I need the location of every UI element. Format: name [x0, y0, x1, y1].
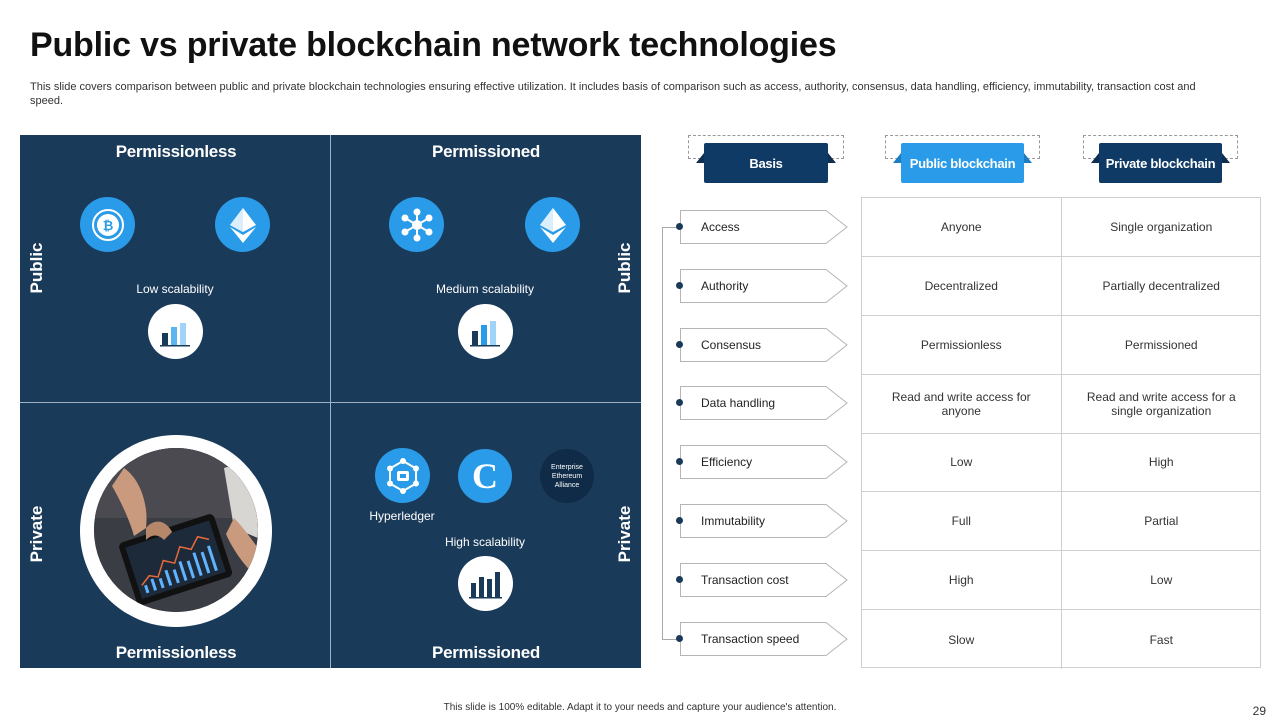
basis-tree-bottom [662, 639, 680, 640]
enterprise-ethereum-alliance-logo: Enterprise Ethereum Alliance [540, 449, 594, 503]
table-cell-public: Slow [862, 610, 1062, 669]
basis-dot [676, 282, 683, 289]
label-permissioned-top: Permissioned [432, 142, 540, 161]
basis-label: Immutability [701, 514, 766, 528]
basis-item: Consensus [680, 328, 848, 362]
label-private-right: Private [615, 505, 634, 563]
basis-item: Immutability [680, 504, 848, 538]
hyperledger-icon [375, 448, 430, 503]
table-cell-public: Full [862, 492, 1062, 552]
basis-label: Authority [701, 279, 749, 293]
basis-tree-line [662, 227, 663, 639]
label-public-left: Public [27, 242, 46, 294]
basis-dot [676, 223, 683, 230]
quadrant-divider-horizontal [20, 402, 641, 403]
basis-label: Data handling [701, 396, 776, 410]
caption-low-scalability: Low scalability [136, 282, 214, 296]
table-cell-public: Low [862, 433, 1062, 493]
table-cell-public: Read and write access for anyone [862, 374, 1062, 434]
header-public-blockchain: Public blockchain [885, 135, 1040, 185]
page-number: 29 [1252, 704, 1266, 718]
header-private-blockchain: Private blockchain [1083, 135, 1238, 185]
basis-label: Efficiency [701, 455, 753, 469]
table-cell-public: Anyone [862, 198, 1062, 257]
basis-tree-top [662, 227, 680, 228]
table-cell-private: Single organization [1061, 198, 1261, 257]
basis-item: Authority [680, 269, 848, 303]
table-cell-private: Partial [1061, 492, 1261, 552]
basis-dot [676, 576, 683, 583]
header-public-label: Public blockchain [901, 143, 1024, 183]
caption-hyperledger: Hyperledger [369, 509, 435, 523]
basis-dot [676, 458, 683, 465]
bar-chart-high-icon [458, 556, 513, 611]
table-cell-private: High [1061, 434, 1261, 493]
slide-subtitle: This slide covers comparison between pub… [30, 81, 1196, 107]
c-logo-icon: C [458, 449, 512, 503]
slide-footer: This slide is 100% editable. Adapt it to… [443, 702, 837, 713]
basis-item: Transaction cost [680, 563, 848, 597]
label-public-right: Public [615, 242, 634, 294]
basis-item: Access [680, 210, 848, 244]
header-basis: Basis [688, 135, 844, 185]
basis-label: Access [701, 220, 740, 234]
label-permissionless-bottom: Permissionless [115, 643, 237, 662]
table-cell-private: Read and write access for a single organ… [1061, 375, 1261, 434]
table-cell-public: Permissionless [862, 315, 1062, 375]
label-permissionless-top: Permissionless [115, 142, 237, 161]
basis-label: Transaction speed [701, 632, 800, 646]
c-logo-letter: C [472, 456, 498, 496]
basis-dot [676, 341, 683, 348]
basis-item: Efficiency [680, 445, 848, 479]
slide-title: Public vs private blockchain network tec… [30, 26, 837, 64]
caption-medium-scalability: Medium scalability [435, 282, 535, 296]
table-cell-private: Low [1061, 551, 1261, 611]
basis-dot [676, 399, 683, 406]
table-cell-private: Permissioned [1061, 316, 1261, 375]
caption-high-scalability: High scalability [444, 535, 526, 549]
table-cell-private: Partially decentralized [1061, 257, 1261, 316]
basis-item: Data handling [680, 386, 848, 420]
basis-label: Transaction cost [701, 573, 789, 587]
svg-text:₿: ₿ [102, 219, 113, 234]
ethereum-icon-2 [525, 197, 580, 252]
network-nodes-icon [389, 197, 444, 252]
basis-dot [676, 635, 683, 642]
basis-dot [676, 517, 683, 524]
table-cell-public: Decentralized [862, 256, 1062, 316]
basis-item: Transaction speed [680, 622, 848, 656]
table-cell-private: Fast [1149, 632, 1173, 647]
header-private-label: Private blockchain [1099, 143, 1222, 183]
bar-chart-medium-icon [458, 304, 513, 359]
bar-chart-low-icon [148, 304, 203, 359]
table-cell-public: High [862, 551, 1062, 611]
quadrant-divider-vertical [330, 135, 331, 668]
enterprise-ethereum-alliance-text: Enterprise Ethereum Alliance [551, 463, 583, 489]
label-private-left: Private [27, 505, 46, 563]
tablet-photo [94, 448, 258, 612]
header-basis-label: Basis [704, 143, 828, 183]
bitcoin-icon: ₿ [80, 197, 135, 252]
ethereum-icon [215, 197, 270, 252]
basis-label: Consensus [701, 338, 762, 352]
label-permissioned-bottom: Permissioned [432, 643, 540, 662]
